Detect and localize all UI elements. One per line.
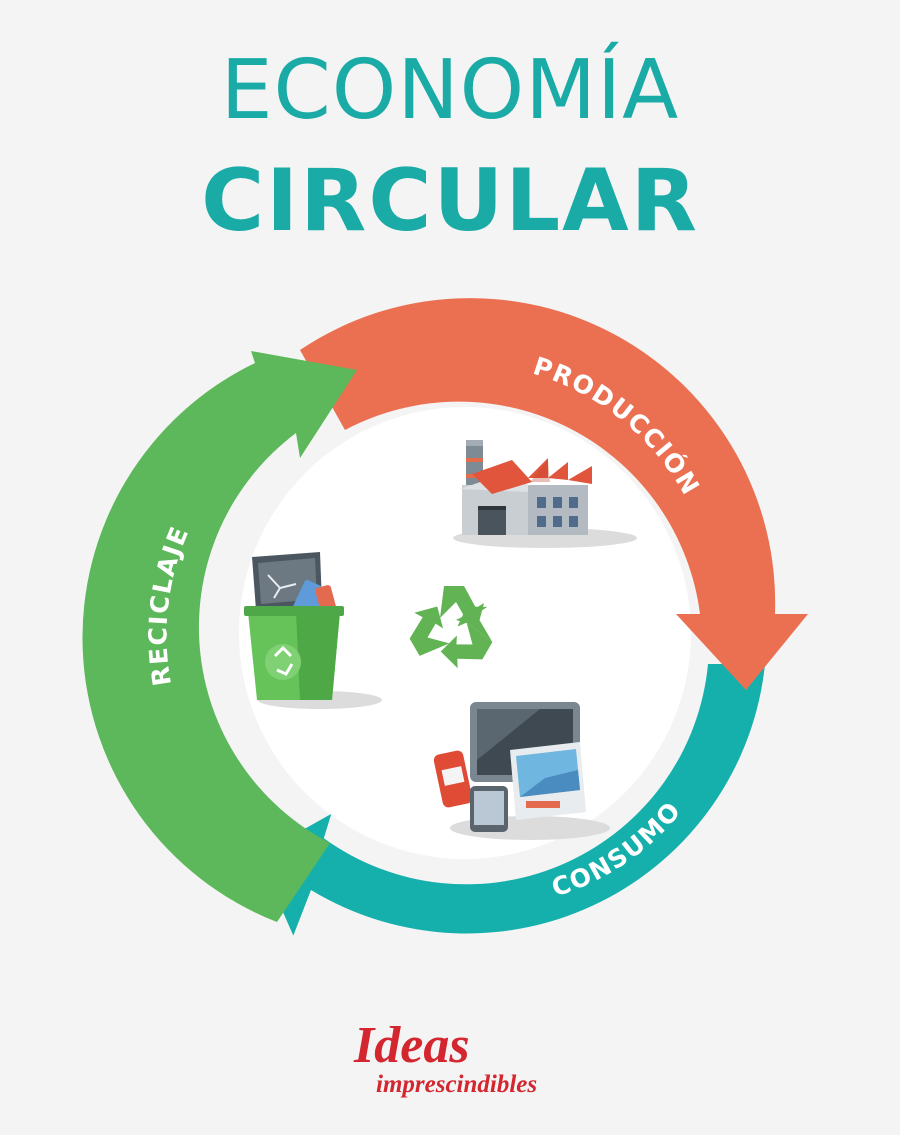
brand-logo: Ideas imprescindibles	[300, 1020, 600, 1110]
logo-sub-text: imprescindibles	[376, 1072, 537, 1097]
logo-main-text: Ideas	[354, 1020, 470, 1072]
